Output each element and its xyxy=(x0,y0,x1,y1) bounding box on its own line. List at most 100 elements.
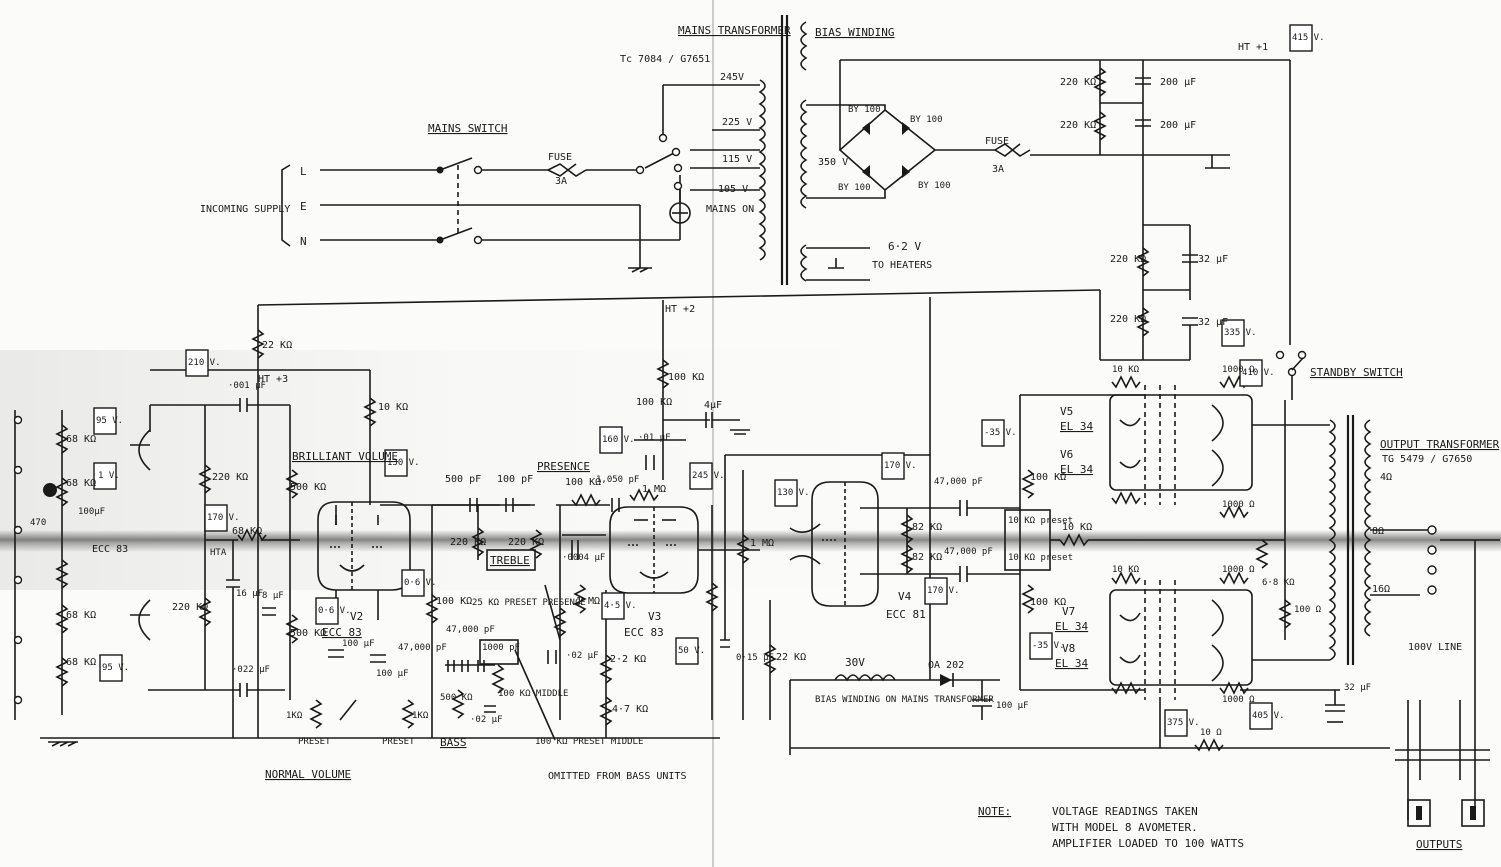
v4-v-170b: 170 V. xyxy=(927,586,960,596)
bass-pot[interactable] xyxy=(451,689,465,719)
c-4uf-ground xyxy=(730,429,750,435)
c-200uf-label-1: 200 μF xyxy=(1160,77,1196,88)
c-32uf-out xyxy=(1325,704,1345,712)
page-fold xyxy=(712,0,714,867)
mains-fuse-label: FUSE xyxy=(548,152,572,163)
r-10k-v2 xyxy=(363,397,377,427)
r-1000-label-d: 1000 Ω xyxy=(1222,695,1255,705)
line-e-label: E xyxy=(300,200,307,213)
input-stage xyxy=(13,398,720,747)
tap-115v: 115 V xyxy=(722,154,752,165)
treble-pot[interactable] xyxy=(486,549,536,571)
preset-10k-b: 10 KΩ preset xyxy=(1008,553,1073,563)
v-95b: 95 V. xyxy=(102,663,129,673)
output-jack-2[interactable] xyxy=(1461,799,1485,827)
output-jack-1[interactable] xyxy=(1407,799,1431,827)
v-160: 160 V. xyxy=(602,435,635,445)
heater-voltage: 6·2 V xyxy=(888,240,921,253)
r-10k-label: 10 KΩ xyxy=(378,402,408,413)
r-1m-label-b: 1 MΩ xyxy=(642,484,666,495)
phase-splitter xyxy=(720,454,1020,755)
v-06a: 0·6 V. xyxy=(404,578,437,588)
c-470-label: 470 xyxy=(30,518,46,528)
v5-type: EL 34 xyxy=(1060,420,1093,433)
bridge-diode-4: BY 100 xyxy=(918,181,951,191)
standby-switch-blade[interactable] xyxy=(1291,357,1304,371)
tap-245v: 245V xyxy=(720,72,744,83)
v3-label: V3 xyxy=(648,610,661,623)
r-1000-d xyxy=(1219,681,1249,695)
r-500k-label-b: 500 KΩ xyxy=(290,628,326,639)
v4-envelope xyxy=(811,481,879,607)
c-47000-v4-a: 47,000 pF xyxy=(934,477,983,487)
r-10k-g2-b xyxy=(1111,571,1141,585)
r-10-ohm-cathode xyxy=(1194,738,1224,752)
v4-v-170a: 170 V. xyxy=(884,461,917,471)
c-16uf xyxy=(226,579,240,588)
output-jack-wiring xyxy=(1395,749,1490,761)
v-410: 410 V. xyxy=(1242,368,1275,378)
outputs-label: OUTPUTS xyxy=(1416,838,1462,851)
r-220k-label-1: 220 KΩ xyxy=(1060,77,1096,88)
c-47000-label-a: 47,000 pF xyxy=(398,643,447,653)
v1-triode-b xyxy=(138,599,151,641)
r-22k-v4 xyxy=(763,644,777,674)
c-200uf-2 xyxy=(1135,119,1151,127)
v7-anode xyxy=(1211,599,1224,637)
presence-pot[interactable] xyxy=(571,493,601,507)
bias-winding-title: BIAS WINDING xyxy=(815,26,894,39)
c-47000-v4-b: 47,000 pF xyxy=(944,547,993,557)
c-1000pf-label: 1000 pF xyxy=(482,643,520,653)
preset-arrow xyxy=(339,699,357,721)
middle-pot[interactable] xyxy=(491,664,505,694)
v-375: 375 V. xyxy=(1167,718,1200,728)
c-8uf xyxy=(262,607,276,616)
v2-label: V2 xyxy=(350,610,363,623)
v3-type: ECC 83 xyxy=(624,626,664,639)
r-1m-v3-grid xyxy=(573,584,587,614)
tap-225v: 225 V xyxy=(722,117,752,128)
standby-label: STANDBY SWITCH xyxy=(1310,366,1403,379)
preset-middle-label: 100 KΩ PRESET MIDDLE xyxy=(535,737,643,747)
normal-volume-pot[interactable] xyxy=(285,614,299,644)
v-45: 4·5 V. xyxy=(604,601,637,611)
c-47000pf-a xyxy=(959,500,968,516)
c-500pf-label: 500 pF xyxy=(445,474,481,485)
r-220k-label-a: 220 KΩ xyxy=(212,472,248,483)
scan-dark-band xyxy=(0,530,1501,552)
mains-fuse xyxy=(547,163,587,177)
r-8-b xyxy=(1111,681,1141,695)
r-100k-presence-label: 100 KΩ xyxy=(565,477,601,488)
v4-type: ECC 81 xyxy=(886,608,926,621)
v4-label: V4 xyxy=(898,590,912,603)
ht3-label: HT +3 xyxy=(258,374,288,385)
incoming-bracket xyxy=(281,164,291,247)
c-100uf-input-label: 100μF xyxy=(78,507,105,517)
v7-type: EL 34 xyxy=(1055,620,1088,633)
voltage-selector[interactable] xyxy=(644,151,677,169)
mains-section xyxy=(281,15,1291,361)
switch-blade-n[interactable] xyxy=(439,227,473,241)
r-8-a xyxy=(1111,491,1141,505)
r-220k-label-treble: 220 KΩ xyxy=(508,537,544,548)
r-1m-presence xyxy=(629,488,659,502)
r-1m-v4-label: 1 MΩ xyxy=(750,538,774,549)
c-32uf-out-label: 32 μF xyxy=(1344,683,1371,693)
input-jack-dot xyxy=(43,483,57,497)
c-1050pf xyxy=(611,498,620,512)
v-1: 1 V. xyxy=(98,471,120,481)
r-1k-label-b: 1KΩ xyxy=(412,711,429,721)
brilliant-volume-pot[interactable] xyxy=(285,469,299,499)
mains-earth-symbol xyxy=(628,267,652,273)
line-l-label: L xyxy=(300,165,307,178)
presence-preset-pot[interactable] xyxy=(553,607,567,637)
r-1k-preset-a[interactable] xyxy=(309,699,323,729)
c-100uf-v2b xyxy=(370,654,386,663)
v5-label: V5 xyxy=(1060,405,1073,418)
ground-symbol-left xyxy=(48,741,78,747)
ot-secondary xyxy=(1364,419,1372,637)
ht-fuse-rating: 3A xyxy=(992,164,1004,175)
switch-blade-l[interactable] xyxy=(439,157,473,171)
c-200uf-label-2: 200 μF xyxy=(1160,120,1196,131)
r-1k-preset-b[interactable] xyxy=(401,699,415,729)
